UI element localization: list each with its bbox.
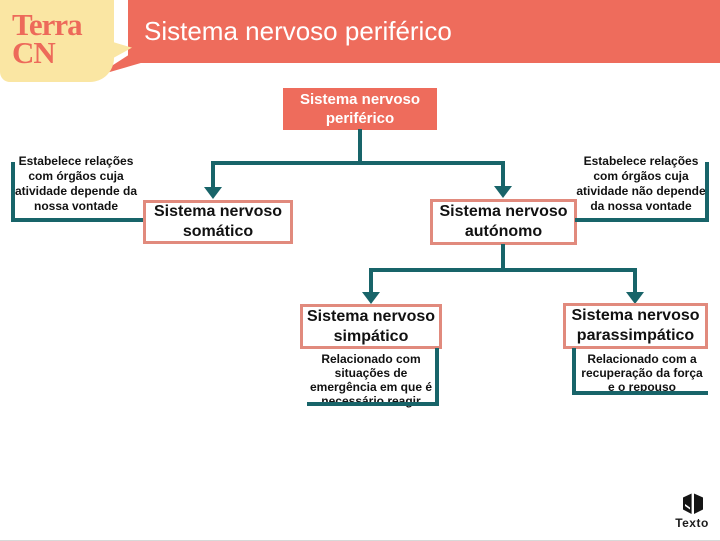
- logo-line-terra: Terra: [12, 7, 83, 42]
- bracket-left-vertical: [11, 162, 15, 222]
- arrow-to-parassimpatico-icon: [626, 292, 644, 304]
- arrow-to-autonomo-icon: [494, 186, 512, 198]
- texto-book-icon: [681, 493, 705, 515]
- logo-line-cn: CN: [12, 35, 56, 70]
- arrow-to-simpatico-icon: [362, 292, 380, 304]
- connector-autonomo-stem: [501, 244, 505, 270]
- connector-root-stem: [358, 129, 362, 163]
- bracket-right-vertical: [705, 162, 709, 222]
- connector-level1-horizontal: [211, 161, 505, 165]
- header-bar: Sistema nervoso periférico: [128, 0, 720, 63]
- bracket-parassimpatico-horizontal: [572, 391, 708, 395]
- terra-cn-logo-text: Terra CN: [0, 0, 114, 70]
- bracket-left-horizontal: [11, 218, 143, 222]
- connector-to-autonomo: [501, 161, 505, 189]
- arrow-to-somatico-icon: [204, 187, 222, 199]
- bracket-simpatico-horizontal: [307, 402, 439, 406]
- bracket-simpatico-vertical: [435, 348, 439, 406]
- page-title: Sistema nervoso periférico: [144, 16, 452, 46]
- publisher-name: Texto: [675, 516, 709, 530]
- bracket-parassimpatico-vertical: [572, 348, 576, 395]
- connector-to-somatico: [211, 161, 215, 189]
- connector-to-simpatico: [369, 268, 373, 294]
- bracket-right-horizontal: [575, 218, 709, 222]
- connector-level2-horizontal: [369, 268, 637, 272]
- connector-to-parassimpatico: [633, 268, 637, 294]
